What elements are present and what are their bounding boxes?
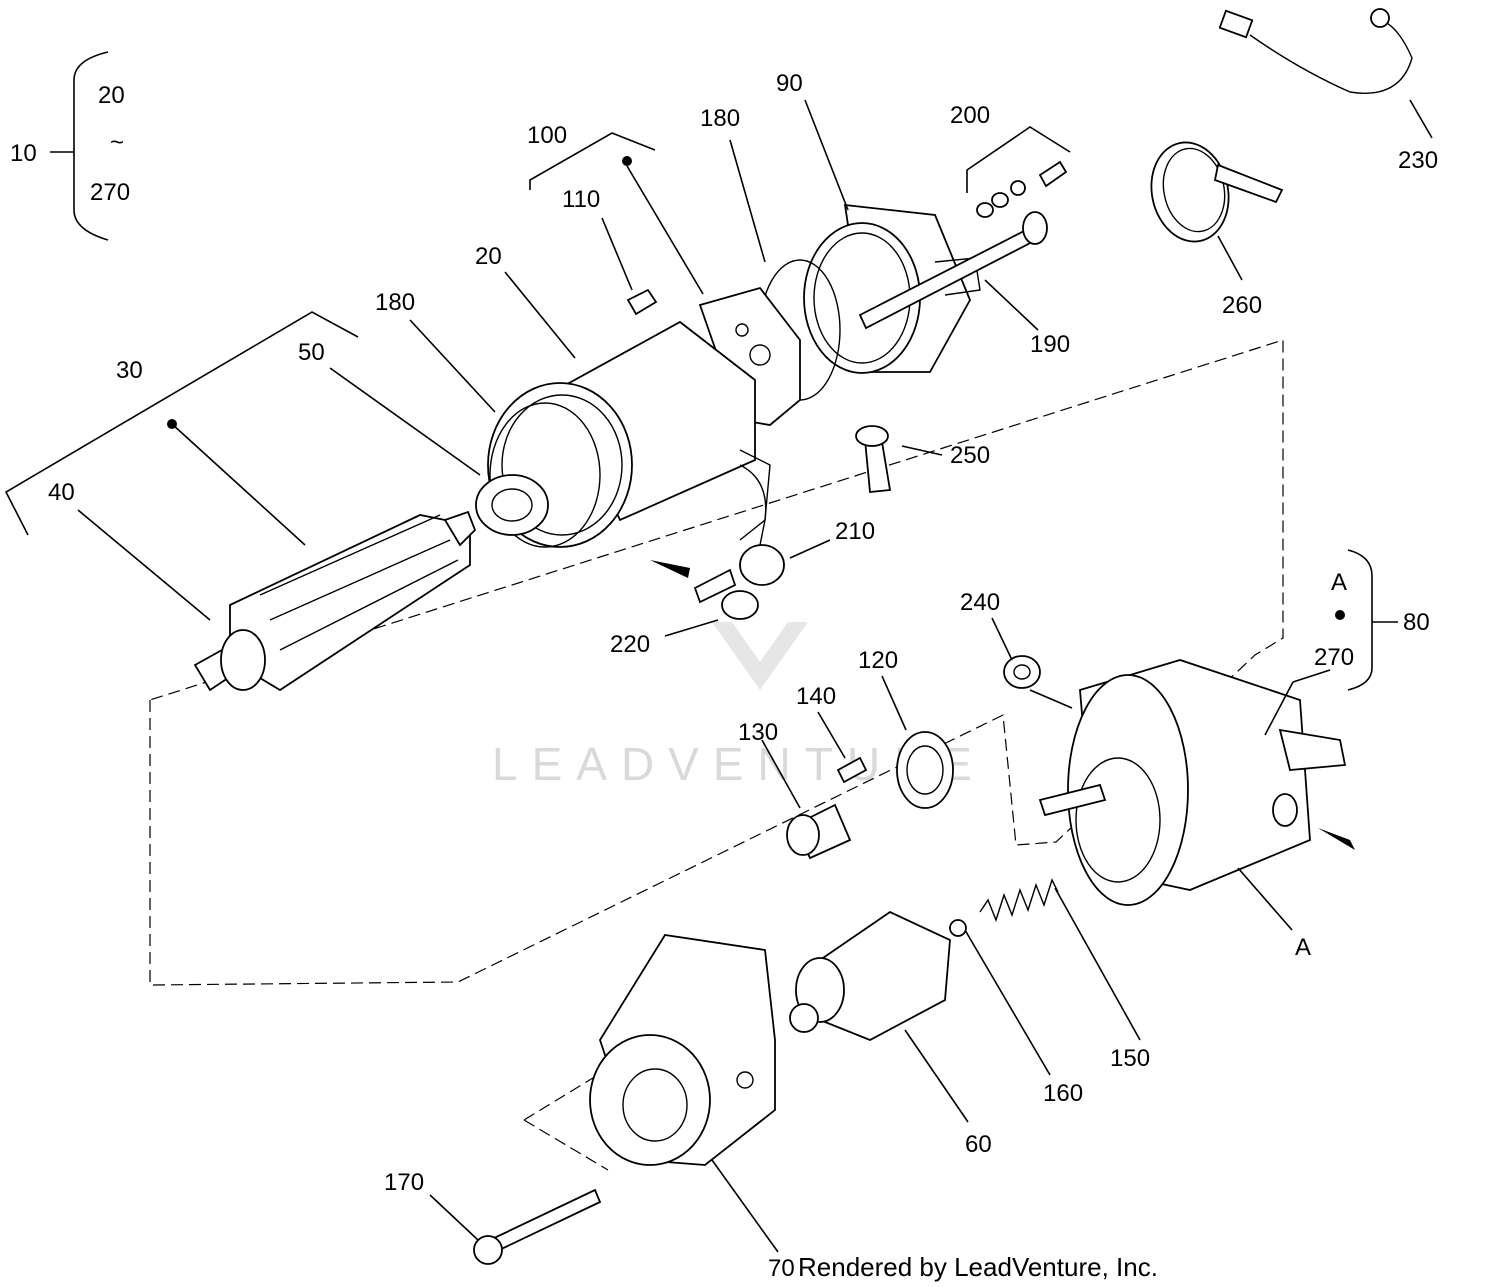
callout-90: 90 <box>776 70 803 97</box>
callout-50: 50 <box>298 339 325 366</box>
callout-80: 80 <box>1403 609 1430 636</box>
callout-100: 100 <box>527 122 567 149</box>
part-260-strap <box>1150 141 1284 243</box>
callout-20: 20 <box>475 243 502 270</box>
bracket-100 <box>529 132 656 190</box>
callout-70: 70 <box>768 1255 795 1282</box>
kit-bracket-10 <box>50 51 109 241</box>
watermark-text: LEADVENTURE <box>492 738 986 790</box>
callout-130: 130 <box>738 719 778 746</box>
callout-140: 140 <box>796 683 836 710</box>
part-70-front-housing <box>589 934 776 1166</box>
callout-10: 10 <box>10 140 37 167</box>
callout-110: 110 <box>562 186 600 213</box>
callout-170: 170 <box>384 1169 424 1196</box>
callout-a-top: A <box>1331 569 1347 596</box>
callout-270-range: 270 <box>90 179 130 206</box>
callout-a-bottom: A <box>1295 934 1311 961</box>
part-210-lead <box>650 464 785 604</box>
callout-20-range: 20 <box>98 82 125 109</box>
callout-160: 160 <box>1043 1080 1083 1107</box>
bracket-80-dot <box>1335 610 1345 620</box>
callout-260: 260 <box>1222 292 1262 319</box>
part-90-cover <box>803 203 981 374</box>
part-160-ball <box>949 919 967 937</box>
leader-lines <box>77 99 1433 1253</box>
part-230-wire <box>1218 8 1413 94</box>
part-200-hardware <box>976 160 1068 218</box>
callout-180-top: 180 <box>700 105 740 132</box>
callout-labels: 10 20 ~ 270 100 110 180 90 200 230 20 18… <box>10 70 1438 1282</box>
callout-220: 220 <box>610 631 650 658</box>
part-180-oring <box>489 402 601 548</box>
part-50-bearing <box>475 474 549 536</box>
callout-210: 210 <box>835 518 875 545</box>
assembly-line-main <box>149 339 1284 986</box>
callout-150: 150 <box>1110 1045 1150 1072</box>
part-150-spring <box>979 878 1059 923</box>
part-40-armature <box>193 510 477 692</box>
callout-60: 60 <box>965 1131 992 1158</box>
part-120-gear <box>896 731 954 809</box>
callout-40: 40 <box>48 479 75 506</box>
part-220-nut <box>721 590 759 620</box>
part-110-clip <box>626 288 658 316</box>
part-250 <box>855 425 892 493</box>
callout-120: 120 <box>858 647 898 674</box>
part-130-retainer <box>786 803 852 860</box>
part-170-bolt <box>473 1188 602 1265</box>
callout-tilde: ~ <box>110 129 124 156</box>
part-80-switch-housing <box>1038 659 1355 906</box>
callout-190: 190 <box>1030 331 1070 358</box>
bracket-200 <box>966 126 1071 193</box>
part-140-pin <box>836 756 868 784</box>
leadventure-watermark: LEADVENTURE <box>492 622 986 790</box>
part-240-nut <box>1003 655 1041 689</box>
callout-230: 230 <box>1398 147 1438 174</box>
callout-270: 270 <box>1314 644 1354 671</box>
callout-30: 30 <box>116 357 143 384</box>
callout-250: 250 <box>950 442 990 469</box>
credit-text: Rendered by LeadVenture, Inc. <box>798 1252 1158 1282</box>
bracket-30 <box>4 311 359 536</box>
callout-200: 200 <box>950 102 990 129</box>
part-60-pinion <box>789 910 951 1041</box>
part-190-bolt <box>858 211 1048 330</box>
bracket-100-dot <box>622 156 632 166</box>
callout-180: 180 <box>375 289 415 316</box>
callout-240: 240 <box>960 589 1000 616</box>
